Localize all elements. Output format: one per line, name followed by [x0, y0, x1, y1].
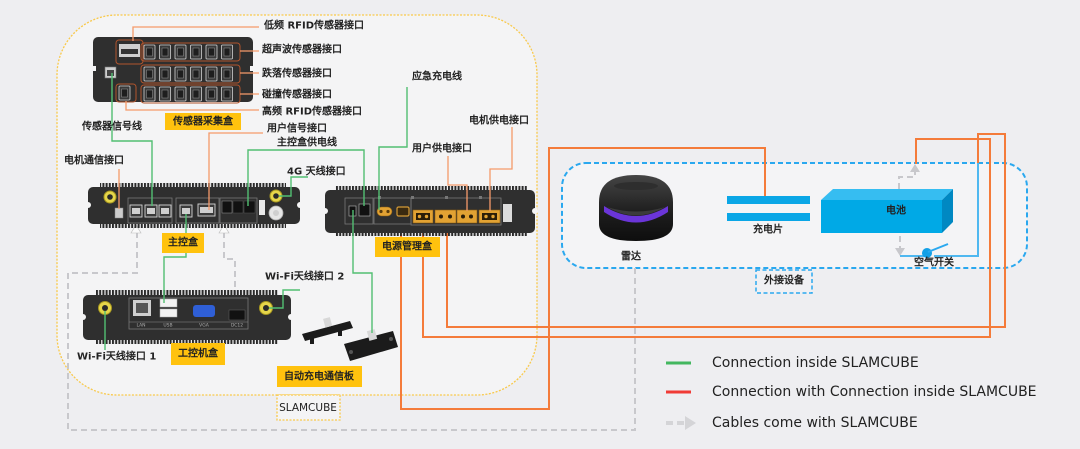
legend-label: Connection inside SLAMCUBE: [712, 355, 919, 371]
battery-device: [821, 189, 953, 233]
high-freq-rfid-port-label: 高频 RFID传感器接口: [262, 105, 362, 118]
battery-output-cable: [898, 172, 916, 189]
cable-arrow-up-icon: [130, 224, 142, 234]
ipc-dc-cable: [223, 232, 236, 309]
usb-port: [159, 298, 178, 308]
collision-port-label: 碰撞传感器接口: [262, 88, 332, 101]
ipc-port-label: LAN: [136, 323, 145, 329]
antenna-4g-leader: [279, 176, 308, 197]
charging-plate-label: 充电片: [753, 223, 783, 236]
ultrasonic-port-label: 超声波传感器接口: [261, 43, 342, 56]
charging-board-label: 自动充电通信板: [277, 366, 362, 387]
user-power-leader: [447, 156, 468, 211]
slamcube-label: SLAMCUBE: [276, 394, 341, 421]
external-devices-label-text: 外接设备: [763, 274, 805, 287]
low-freq-rfid-leader: [132, 26, 259, 41]
main-box-power-line-label: 主控盒供电线: [277, 136, 337, 149]
low-freq-rfid-port-label: 低频 RFID传感器接口: [263, 19, 364, 32]
air-switch-label: 空气开关: [914, 256, 954, 269]
charging-board-label-text: 自动充电通信板: [284, 370, 355, 383]
ipc-port-label: USB: [163, 323, 172, 329]
lidar-cable: [67, 232, 636, 431]
air-switch-device: [922, 243, 949, 258]
cable-arrow-down-icon: [895, 248, 905, 256]
sensor-box-label: 传感器采集盒: [165, 113, 241, 130]
battery-label: 电池: [886, 204, 906, 217]
sensor-signal-line-label: 传感器信号线: [81, 120, 142, 133]
legend-item-cables: Cables come with SLAMCUBE: [666, 415, 918, 431]
sensor-signal-line: [111, 73, 153, 206]
ipc-box-device: LAN USB VGA DC12: [80, 290, 294, 344]
ipc-port-label: DC12: [231, 323, 243, 329]
ipc-box-label: 工控机盒: [171, 343, 225, 365]
emergency-charge-line-label: 应急充电线: [412, 70, 462, 83]
main-box-device: [85, 183, 303, 228]
charging-plate-line: [400, 147, 766, 410]
legend: Connection inside SLAMCUBE Connection wi…: [666, 355, 1037, 431]
slamcube-label-text: SLAMCUBE: [279, 402, 337, 414]
legend-label: Cables come with SLAMCUBE: [712, 415, 918, 431]
emergency-charge-line: [378, 87, 408, 210]
ipc-box-label-text: 工控机盒: [178, 347, 219, 360]
legend-label: Connection with Connection inside SLAMCU…: [712, 384, 1037, 400]
vga-port: [193, 305, 215, 317]
user-signal-leader: [208, 132, 263, 210]
battery-output-line: [446, 133, 1006, 328]
user-signal-port-label: 用户信号接口: [266, 122, 327, 135]
power-to-charging-board-line: [352, 210, 373, 333]
charging-board-device: [302, 317, 398, 361]
main-box-label: 主控盒: [162, 233, 204, 253]
wifi-antenna-2-port-label: Wi-Fi天线接口 2: [265, 270, 344, 283]
motor-power-port-label: 电机供电接口: [469, 114, 529, 127]
power-box-device: [322, 186, 538, 236]
air-switch-line: [934, 163, 979, 257]
main-box-label-text: 主控盒: [168, 236, 199, 249]
fall-port-label: 跌落传感器接口: [262, 67, 332, 80]
wifi-antenna-1-port-label: Wi-Fi天线接口 1: [77, 350, 156, 363]
ipc-port-label: VGA: [199, 323, 210, 329]
dc12-port: [228, 309, 246, 321]
main-box-power-line: [247, 149, 365, 206]
charging-plate-device: [727, 196, 810, 221]
lidar-device: [599, 175, 673, 241]
wifi-antenna-2-leader: [269, 289, 300, 309]
sensor-box-label-text: 传感器采集盒: [172, 115, 234, 128]
legend-item-inside: Connection inside SLAMCUBE: [666, 355, 919, 371]
battery-input-line: [422, 138, 991, 338]
cable-arrow-up-icon: [910, 164, 920, 172]
cable-arrow-up-icon: [218, 224, 230, 234]
power-box-label-text: 电源管理盒: [382, 240, 433, 253]
motor-power-leader: [489, 127, 513, 211]
external-devices-label: 外接设备: [755, 269, 813, 294]
user-power-port-label: 用户供电接口: [411, 142, 472, 155]
legend-arrow-icon: [685, 416, 696, 430]
legend-item-external: Connection with Connection inside SLAMCU…: [666, 384, 1037, 400]
high-freq-rfid-leader: [125, 101, 259, 111]
motor-comm-port-label: 电机通信接口: [64, 154, 124, 167]
lidar-label: 雷达: [621, 250, 641, 263]
power-box-label: 电源管理盒: [375, 237, 440, 257]
antenna-4g-port-label: 4G 天线接口: [287, 165, 346, 178]
sensor-box-device: [90, 37, 256, 104]
